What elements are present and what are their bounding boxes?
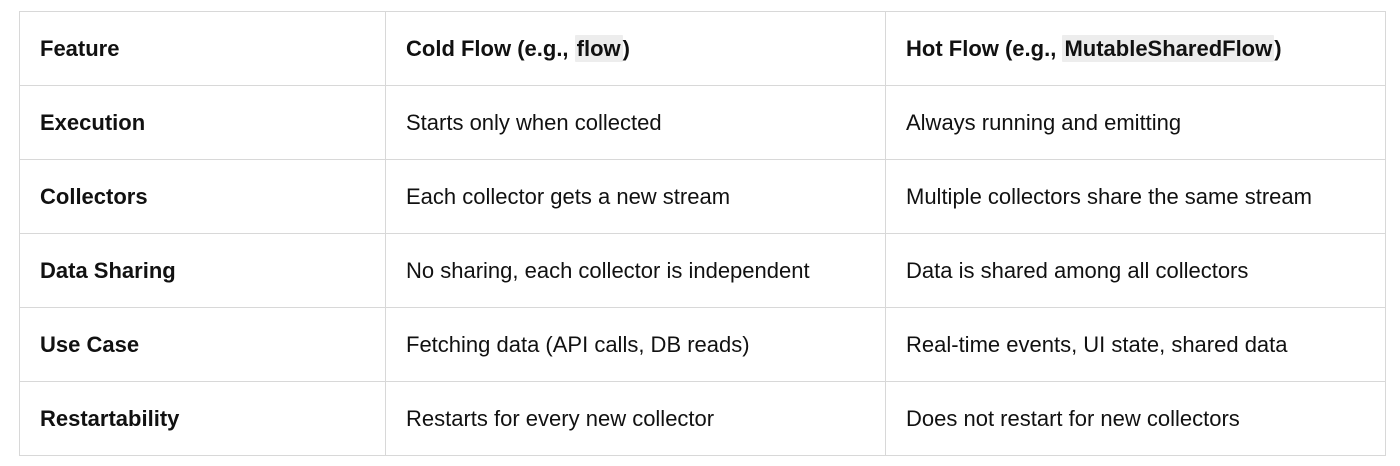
- column-header-hot-flow-code: MutableSharedFlow: [1062, 34, 1275, 62]
- cell-cold-flow: Fetching data (API calls, DB reads): [385, 307, 886, 382]
- cell-hot-flow: Does not restart for new collectors: [885, 381, 1386, 456]
- column-header-cold-flow-suffix: ): [622, 35, 630, 61]
- cell-hot-flow: Multiple collectors share the same strea…: [885, 159, 1386, 234]
- table-row: Use Case Fetching data (API calls, DB re…: [19, 307, 1386, 382]
- column-header-feature: Feature: [19, 11, 386, 86]
- column-header-cold-flow: Cold Flow (e.g., flow): [385, 11, 886, 86]
- cell-feature: Execution: [19, 85, 386, 160]
- cell-feature: Restartability: [19, 381, 386, 456]
- table-row: Restartability Restarts for every new co…: [19, 381, 1386, 456]
- cell-cold-flow: Starts only when collected: [385, 85, 886, 160]
- table-row: Data Sharing No sharing, each collector …: [19, 233, 1386, 308]
- table-row: Collectors Each collector gets a new str…: [19, 159, 1386, 234]
- table-body: Execution Starts only when collected Alw…: [19, 85, 1386, 456]
- cell-hot-flow: Data is shared among all collectors: [885, 233, 1386, 308]
- cell-cold-flow: Restarts for every new collector: [385, 381, 886, 456]
- column-header-hot-flow-suffix: ): [1274, 35, 1282, 61]
- cell-hot-flow: Real-time events, UI state, shared data: [885, 307, 1386, 382]
- table-header-row: Feature Cold Flow (e.g., flow) Hot Flow …: [19, 11, 1386, 86]
- cell-feature: Data Sharing: [19, 233, 386, 308]
- cell-cold-flow: Each collector gets a new stream: [385, 159, 886, 234]
- column-header-feature-label: Feature: [40, 35, 120, 61]
- flow-comparison-table: Feature Cold Flow (e.g., flow) Hot Flow …: [19, 11, 1386, 456]
- table-row: Execution Starts only when collected Alw…: [19, 85, 1386, 160]
- cell-cold-flow: No sharing, each collector is independen…: [385, 233, 886, 308]
- column-header-cold-flow-prefix: Cold Flow (e.g.,: [406, 35, 575, 61]
- cell-feature: Use Case: [19, 307, 386, 382]
- cell-hot-flow: Always running and emitting: [885, 85, 1386, 160]
- table-header: Feature Cold Flow (e.g., flow) Hot Flow …: [19, 11, 1386, 86]
- column-header-hot-flow: Hot Flow (e.g., MutableSharedFlow): [885, 11, 1386, 86]
- column-header-cold-flow-code: flow: [574, 34, 623, 62]
- column-header-hot-flow-prefix: Hot Flow (e.g.,: [906, 35, 1063, 61]
- cell-feature: Collectors: [19, 159, 386, 234]
